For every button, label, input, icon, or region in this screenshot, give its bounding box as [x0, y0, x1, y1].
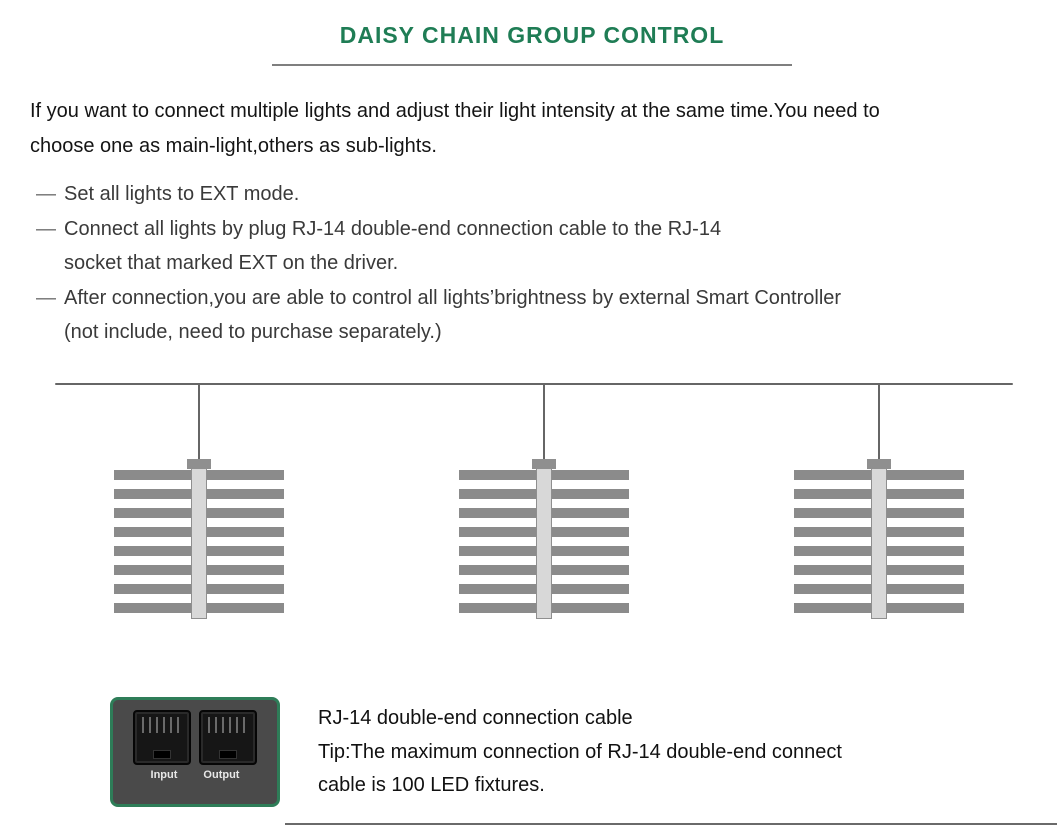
intro-line-2: choose one as main-light,others as sub-l… [30, 134, 437, 157]
page-title: DAISY CHAIN GROUP CONTROL [339, 22, 725, 48]
step-item-3: — After connection,you are able to contr… [36, 281, 841, 350]
cable-drop-3 [878, 383, 880, 465]
intro-line-1: If you want to connect multiple lights a… [30, 100, 880, 122]
intro-paragraph: If you want to connect multiple lights a… [30, 94, 880, 163]
cable-connector-cap [532, 459, 556, 469]
step-line: Set all lights to EXT mode. [64, 183, 300, 205]
rj14-input-jack [133, 710, 191, 765]
step-line: socket that marked EXT on the driver. [64, 252, 399, 275]
step-text: Connect all lights by plug RJ-14 double-… [64, 212, 721, 281]
led-fixture-1 [114, 459, 284, 621]
step-text: After connection,you are able to control… [64, 281, 841, 350]
jack-pins [208, 717, 248, 733]
dash-bullet: — [36, 286, 56, 309]
rj14-connector-photo: Input Output [110, 697, 280, 807]
led-bars [114, 470, 284, 613]
caption-line-2: Tip:The maximum connection of RJ-14 doub… [318, 740, 842, 763]
output-label: Output [203, 769, 240, 781]
fixture-spine [536, 461, 552, 619]
caption-line-3: cable is 100 LED fixtures. [318, 774, 545, 796]
step-line: (not include, need to purchase separatel… [64, 321, 442, 344]
step-text: Set all lights to EXT mode. [64, 177, 299, 212]
jack-slot [153, 750, 171, 759]
cable-caption: RJ-14 double-end connection cable Tip:Th… [318, 702, 842, 803]
jack-slot [219, 750, 237, 759]
step-item-2: — Connect all lights by plug RJ-14 doubl… [36, 212, 841, 281]
led-bars [794, 470, 964, 613]
led-fixture-2 [459, 459, 629, 621]
cable-connector-cap [867, 459, 891, 469]
title-divider-line [272, 64, 792, 66]
cable-drop-1 [198, 383, 200, 465]
jack-labels: Input Output [113, 769, 277, 781]
jack-pins [142, 717, 182, 733]
instruction-steps: — Set all lights to EXT mode. — Connect … [36, 177, 841, 350]
rj14-output-jack [199, 710, 257, 765]
step-item-1: — Set all lights to EXT mode. [36, 177, 841, 212]
fixture-spine [871, 461, 887, 619]
rj14-jacks [113, 710, 277, 765]
fixture-spine [191, 461, 207, 619]
dash-bullet: — [36, 217, 56, 240]
daisy-chain-cable [55, 383, 1013, 385]
caption-line-1: RJ-14 double-end connection cable [318, 707, 633, 729]
cable-drop-2 [543, 383, 545, 465]
dash-bullet: — [36, 183, 56, 205]
step-line: Connect all lights by plug RJ-14 double-… [64, 217, 722, 240]
led-bars [459, 470, 629, 613]
step-line: After connection,you are able to control… [64, 286, 842, 309]
cable-connector-cap [187, 459, 211, 469]
led-fixture-3 [794, 459, 964, 621]
bottom-divider-line [285, 823, 1057, 825]
input-label: Input [150, 769, 178, 781]
